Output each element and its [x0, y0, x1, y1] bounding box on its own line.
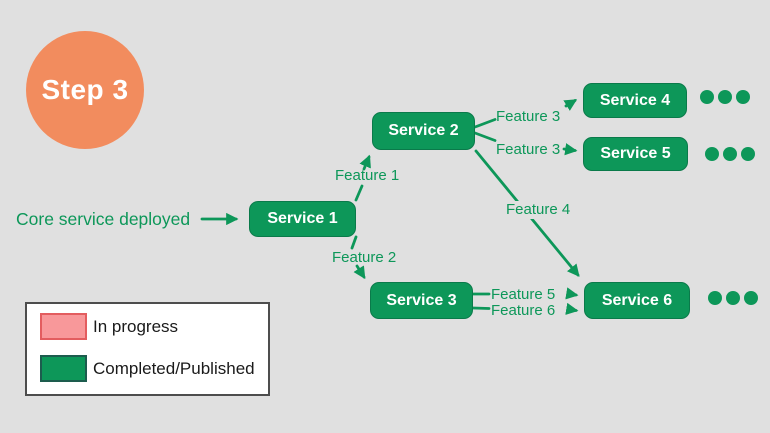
core-service-caption: Core service deployed: [16, 209, 191, 229]
arrow-feature-3-to-service-5-head: [562, 143, 578, 156]
dot-icon: [726, 291, 740, 305]
step-badge: Step 3: [26, 31, 144, 149]
node-label: Service 2: [388, 122, 459, 139]
dot-icon: [705, 147, 719, 161]
dot-icon: [723, 147, 737, 161]
edge-label-feature-6: Feature 6: [491, 302, 556, 319]
node-service-2: Service 2: [372, 112, 475, 150]
more-services-ellipsis-icon: [700, 90, 750, 104]
arrow-feature-2-segment: [350, 235, 358, 250]
arrow-feature-5-head: [565, 287, 579, 300]
dot-icon: [741, 147, 755, 161]
more-services-ellipsis-icon: [708, 291, 758, 305]
node-service-4: Service 4: [583, 83, 687, 118]
arrow-feature-6-head: [565, 302, 579, 315]
edge-label-feature-3-to-service-4: Feature 3: [496, 108, 561, 125]
dot-icon: [708, 291, 722, 305]
edge-label-feature-5: Feature 5: [491, 286, 556, 303]
edge-label-feature-4: Feature 4: [503, 201, 574, 219]
legend-swatch-completed: [40, 355, 87, 382]
dot-icon: [744, 291, 758, 305]
step-badge-label: Step 3: [41, 74, 129, 105]
node-label: Service 1: [267, 210, 338, 227]
dot-icon: [736, 90, 750, 104]
arrow-feature-3-to-service-5-segment: [473, 131, 497, 142]
edge-label-feature-2: Feature 2: [332, 249, 397, 266]
legend-row-in-progress: In progress: [40, 313, 178, 340]
legend-label-in-progress: In progress: [93, 316, 179, 336]
node-service-3: Service 3: [370, 282, 473, 319]
node-label: Service 6: [601, 291, 673, 309]
legend-label-completed: Completed/Published: [93, 358, 255, 378]
node-service-6: Service 6: [584, 282, 690, 319]
edge-label-feature-1: Feature 1: [335, 167, 400, 184]
arrow-feature-6-segment: [471, 306, 491, 310]
dot-icon: [700, 90, 714, 104]
edge-label-feature-3-to-service-5: Feature 3: [496, 141, 561, 158]
node-label: Service 3: [386, 291, 457, 309]
arrow-feature-1-segment: [354, 184, 364, 202]
arrow-feature-3-to-service-4-head: [563, 99, 578, 111]
arrow-feature-3-to-service-4-segment: [473, 118, 497, 129]
node-service-1: Service 1: [249, 201, 356, 237]
more-services-ellipsis-icon: [705, 147, 755, 161]
node-label: Service 4: [599, 91, 671, 109]
node-service-5: Service 5: [583, 137, 688, 171]
arrow-feature-1-head: [359, 154, 371, 171]
node-label: Service 5: [600, 145, 671, 162]
legend: In progress Completed/Published: [25, 302, 270, 396]
dot-icon: [718, 90, 732, 104]
legend-swatch-in-progress: [40, 313, 87, 340]
arrow-feature-2-head: [353, 264, 366, 280]
legend-row-completed: Completed/Published: [40, 355, 255, 382]
